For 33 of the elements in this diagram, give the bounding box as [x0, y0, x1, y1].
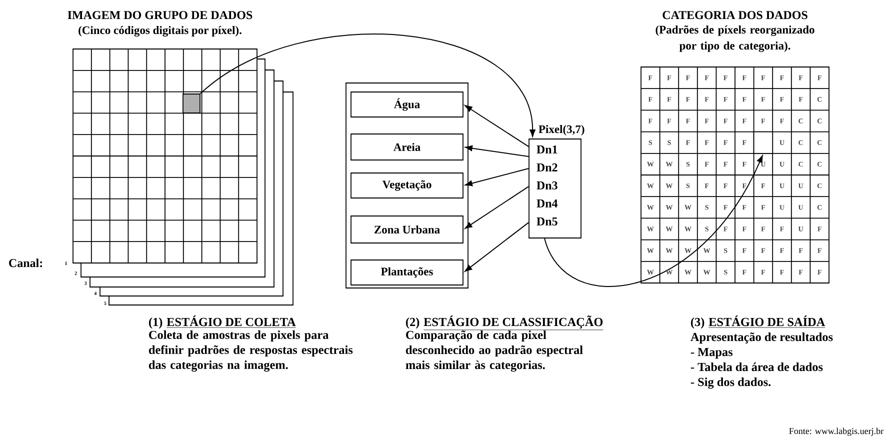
pixel-title: Pixel(3,7) — [538, 125, 584, 136]
arrow — [465, 145, 530, 158]
class-box: Plantações — [350, 260, 464, 286]
arrow — [464, 222, 530, 272]
grid-title: IMAGEM DO GRUPO DE DADOS — [68, 11, 252, 20]
arrow — [544, 155, 763, 287]
stage-number: (3) — [690, 318, 704, 329]
pixel-cell — [753, 131, 774, 154]
channel-label: Canal: — [9, 258, 42, 268]
list-item: - Mapas — [690, 348, 733, 359]
class-box: Zona Urbana — [350, 216, 464, 244]
stage-number: (1) — [149, 318, 162, 329]
arrow — [465, 168, 530, 186]
stage-heading: ESTÁGIO DE SAÍDA — [708, 316, 826, 328]
grid-title: CATEGORIA DOS DADOS — [662, 11, 808, 20]
arrow — [464, 186, 530, 229]
grid-subtitle: (Cinco códigos digitais por píxel). — [78, 26, 242, 37]
class-box: Vegetação — [350, 172, 464, 198]
stage-description: Comparação de cada pixel desconhecido ao padrão espectral mais similar às categorias. — [406, 330, 583, 372]
source-note: Fonte: www.labgis.uerj.br — [789, 428, 884, 436]
stage-number: (2) — [406, 318, 420, 329]
arrow — [464, 105, 530, 148]
list-item: - Tabela da área de dados — [690, 362, 823, 372]
arrow — [200, 34, 536, 137]
stage-description: Apresentação de resultados — [690, 332, 833, 344]
pixel-box: Dn1 Dn2 Dn3 Dn4 Dn5 — [528, 138, 582, 238]
class-box: Água — [350, 92, 464, 118]
stage-description: Coleta de amostras de pixels para definir padrões de respostas espectrais das categorias na imagem. — [148, 330, 353, 372]
grid-subtitle: (Padrões de píxels reorganizado por tipo de categoria). — [656, 25, 814, 52]
list-item: - Sig dos dados. — [690, 378, 771, 389]
stage-heading: ESTÁGIO DE COLETA — [166, 316, 296, 328]
class-box: Areia — [350, 134, 464, 160]
stage-heading: ESTÁGIO DE CLASSIFICAÇÃO — [423, 316, 604, 330]
